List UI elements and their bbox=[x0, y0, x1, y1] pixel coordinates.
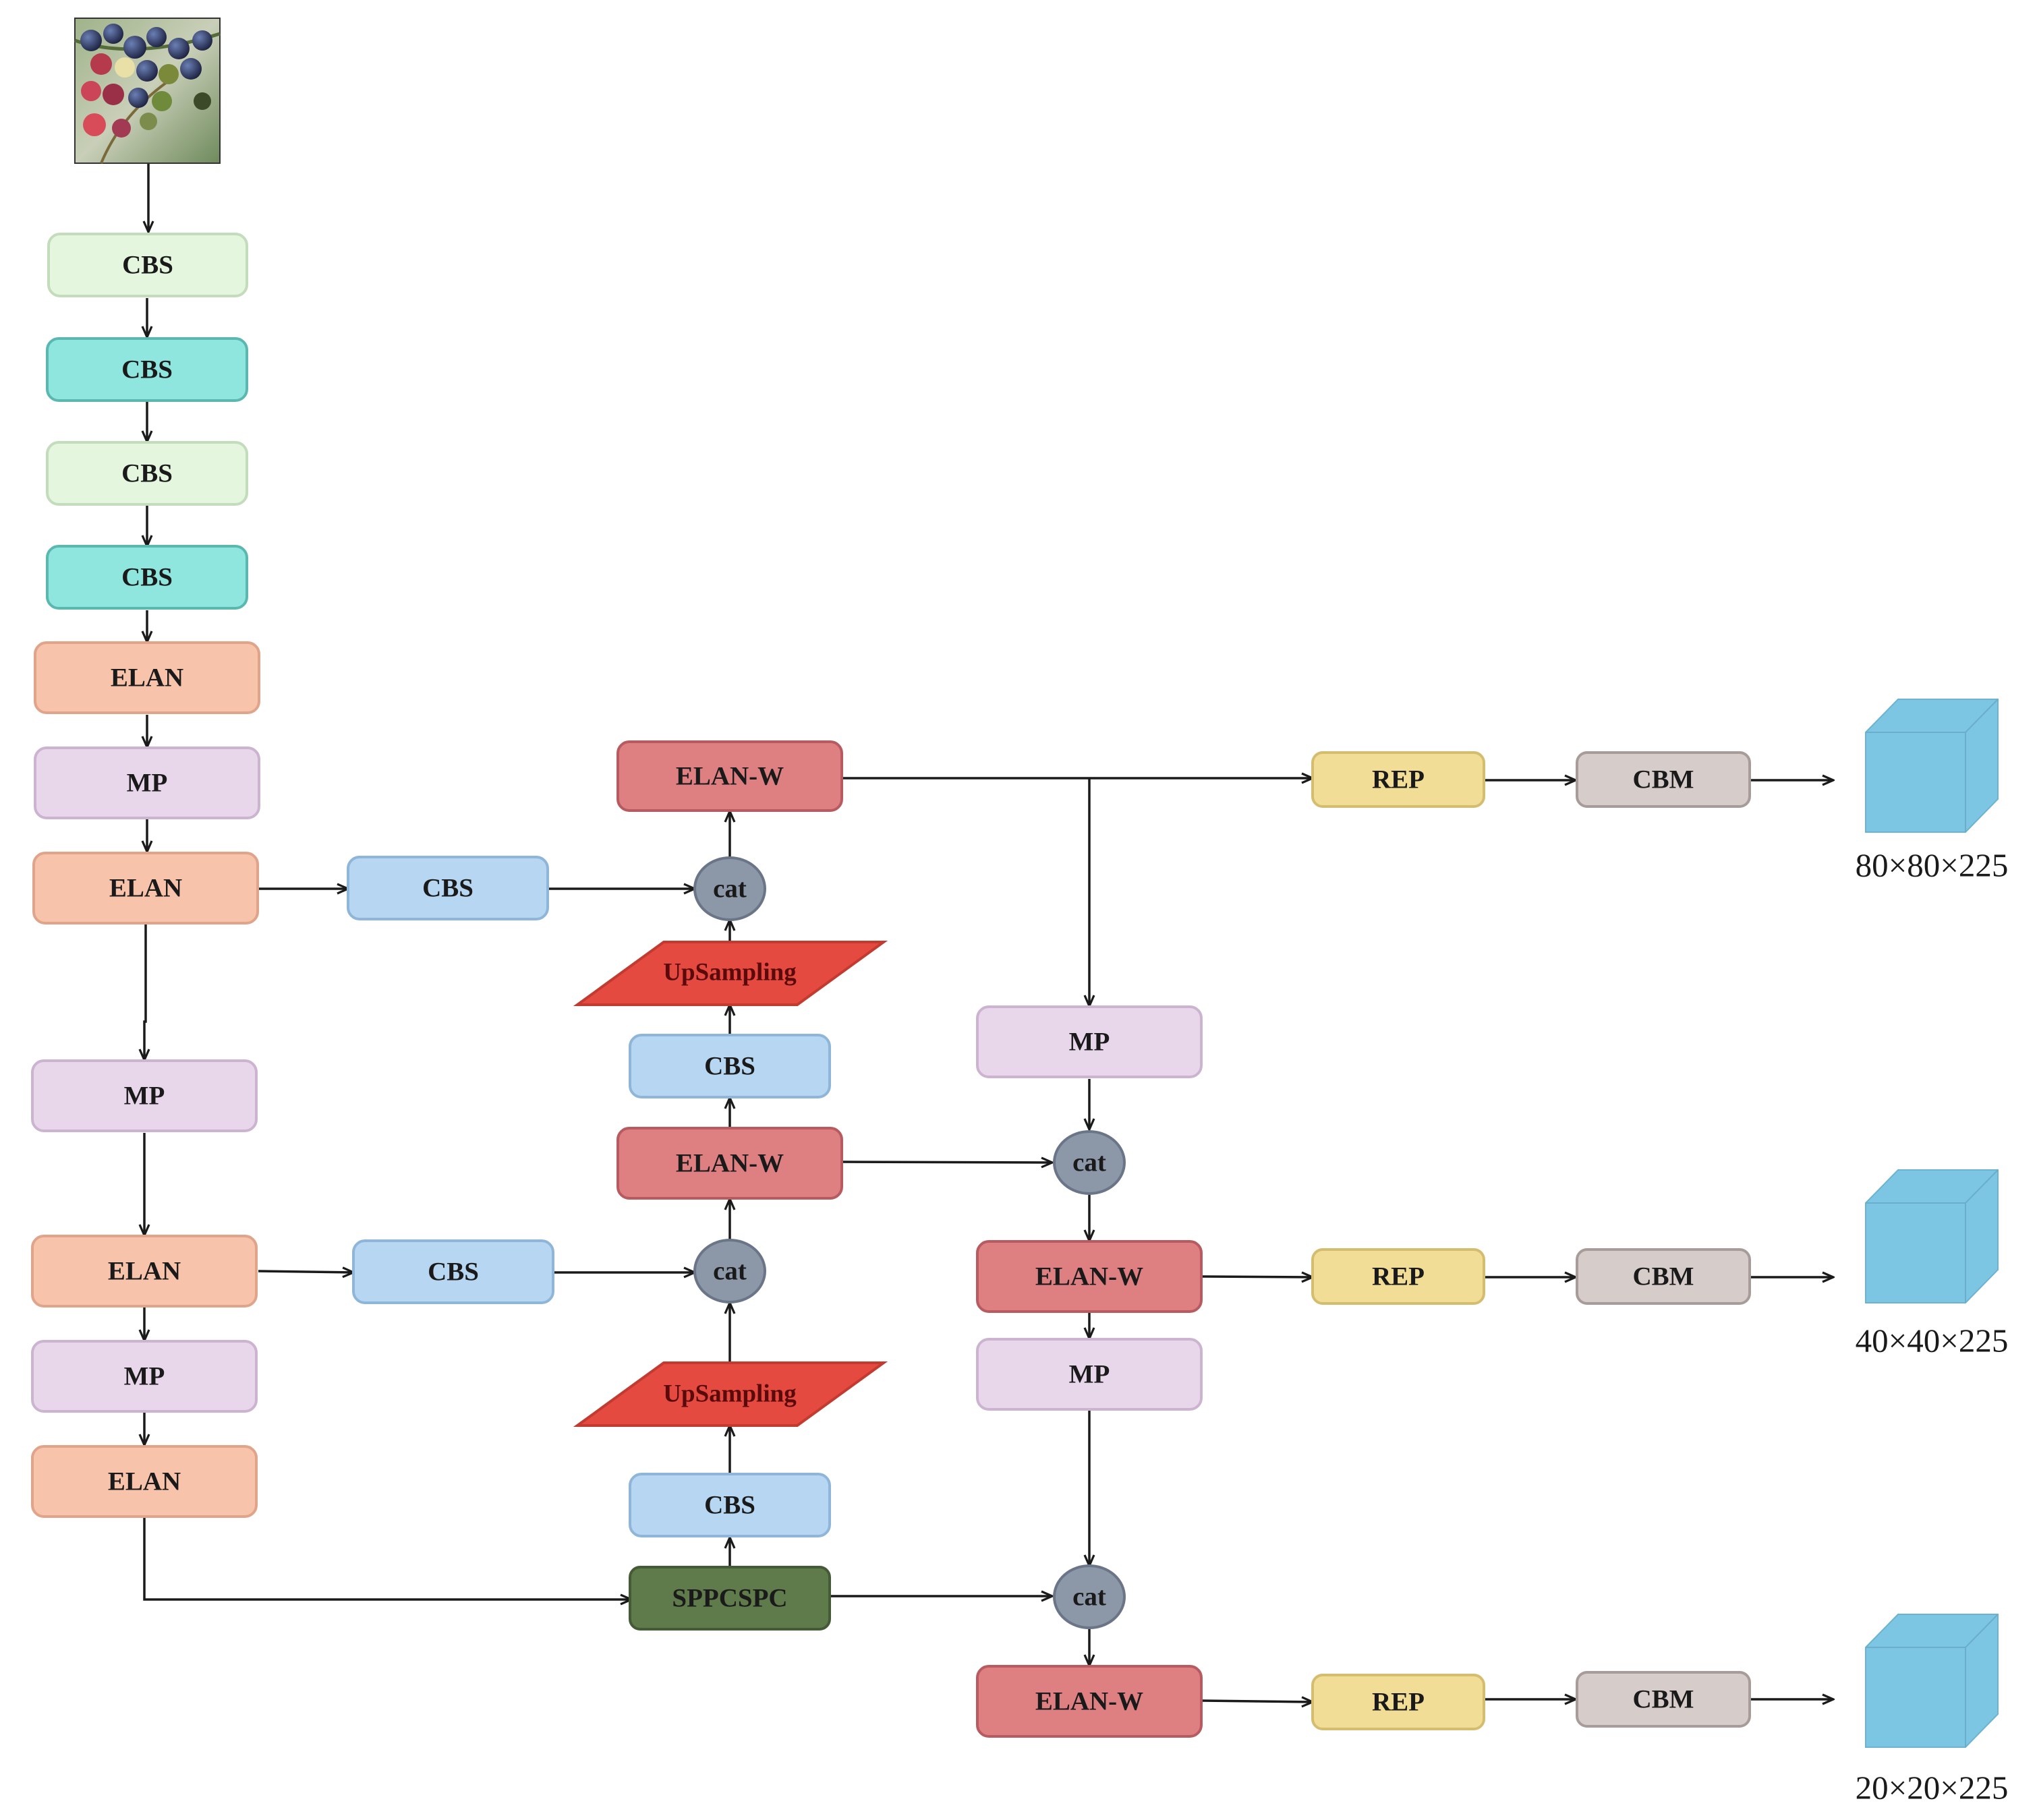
backbone-cbs-3: CBS bbox=[46, 441, 248, 506]
head-cbm-3: CBM bbox=[1576, 1671, 1751, 1728]
neck-elanw-mid: ELAN-W bbox=[616, 1127, 843, 1200]
neck-elanw-r2: ELAN-W bbox=[976, 1665, 1203, 1738]
head-cbm-3-label: CBM bbox=[1633, 1685, 1694, 1714]
neck-cat-mid-label: cat bbox=[713, 1257, 747, 1286]
output-cube-2-icon bbox=[1865, 1169, 1999, 1303]
neck-cbs-top: CBS bbox=[347, 856, 549, 920]
backbone-mp-1-label: MP bbox=[127, 769, 168, 798]
neck-cbs-up2: CBS bbox=[629, 1473, 831, 1537]
backbone-elan-3: ELAN bbox=[31, 1235, 258, 1308]
backbone-cbs-2: CBS bbox=[46, 337, 248, 402]
neck-elanw-mid-label: ELAN-W bbox=[676, 1149, 784, 1178]
edge-elanw-r1-to-rep2 bbox=[1201, 1276, 1313, 1277]
backbone-elan-1-label: ELAN bbox=[111, 664, 183, 693]
neck-upsampling-bottom: UpSampling bbox=[573, 1361, 888, 1427]
head-rep-2-label: REP bbox=[1372, 1262, 1425, 1291]
neck-cat-r1-label: cat bbox=[1072, 1148, 1106, 1177]
backbone-mp-2: MP bbox=[31, 1059, 258, 1132]
head-rep-1: REP bbox=[1311, 751, 1485, 808]
head-cbm-2: CBM bbox=[1576, 1248, 1751, 1305]
head-rep-3-label: REP bbox=[1372, 1688, 1425, 1717]
head-cbm-2-label: CBM bbox=[1633, 1262, 1694, 1291]
backbone-cbs-1: CBS bbox=[47, 233, 248, 297]
neck-cat-r2: cat bbox=[1053, 1564, 1126, 1629]
edge-elan4-to-sppcspc bbox=[143, 1516, 631, 1599]
backbone-mp-2-label: MP bbox=[124, 1082, 165, 1111]
backbone-elan-3-label: ELAN bbox=[108, 1257, 181, 1286]
output-3-shape-label: 20×20×225 bbox=[1856, 1769, 2009, 1807]
neck-cat-mid: cat bbox=[693, 1239, 766, 1303]
neck-elanw-r2-label: ELAN-W bbox=[1035, 1687, 1143, 1716]
neck-upsampling-bottom-label: UpSampling bbox=[663, 1380, 797, 1408]
blueberry-photo-icon bbox=[74, 18, 221, 164]
backbone-cbs-2-label: CBS bbox=[121, 355, 173, 384]
neck-mp-r1: MP bbox=[976, 1005, 1203, 1078]
output-cube-3-icon bbox=[1865, 1614, 1999, 1748]
connections bbox=[144, 164, 1833, 1702]
edge-elanw-r2-to-rep3 bbox=[1201, 1701, 1313, 1702]
neck-sppcspc: SPPCSPC bbox=[629, 1566, 831, 1631]
neck-mp-r2-label: MP bbox=[1069, 1360, 1110, 1389]
backbone-cbs-4-label: CBS bbox=[121, 563, 173, 592]
neck-cbs-top-label: CBS bbox=[422, 874, 474, 903]
neck-cat-r2-label: cat bbox=[1072, 1583, 1106, 1612]
edge-elan3-to-cbs-mid bbox=[258, 1271, 353, 1272]
neck-cat-top: cat bbox=[693, 856, 766, 921]
neck-elanw-top-label: ELAN-W bbox=[676, 762, 784, 791]
edge-elanw-mid-to-cat-r1 bbox=[842, 1162, 1052, 1163]
backbone-cbs-3-label: CBS bbox=[121, 459, 173, 488]
neck-elanw-r1: ELAN-W bbox=[976, 1240, 1203, 1313]
output-1-shape-label: 80×80×225 bbox=[1856, 847, 2009, 884]
neck-sppcspc-label: SPPCSPC bbox=[672, 1584, 787, 1613]
neck-cbs-up1-label: CBS bbox=[704, 1052, 755, 1081]
neck-cat-top-label: cat bbox=[713, 875, 747, 904]
neck-elanw-top: ELAN-W bbox=[616, 740, 843, 812]
neck-elanw-r1-label: ELAN-W bbox=[1035, 1262, 1143, 1291]
backbone-mp-3: MP bbox=[31, 1340, 258, 1413]
neck-cbs-up1: CBS bbox=[629, 1034, 831, 1098]
backbone-cbs-4: CBS bbox=[46, 545, 248, 610]
head-cbm-1-label: CBM bbox=[1633, 765, 1694, 794]
output-cube-1-icon bbox=[1865, 699, 1999, 833]
backbone-elan-1: ELAN bbox=[34, 641, 260, 714]
backbone-mp-1: MP bbox=[34, 746, 260, 819]
backbone-elan-2: ELAN bbox=[32, 852, 259, 924]
neck-cbs-mid: CBS bbox=[352, 1239, 554, 1304]
neck-cbs-up2-label: CBS bbox=[704, 1491, 755, 1520]
neck-upsampling-top-label: UpSampling bbox=[663, 959, 797, 987]
backbone-elan-2-label: ELAN bbox=[109, 874, 182, 903]
backbone-elan-4: ELAN bbox=[31, 1445, 258, 1518]
neck-cat-r1: cat bbox=[1053, 1130, 1126, 1195]
backbone-cbs-1-label: CBS bbox=[122, 251, 173, 280]
head-rep-1-label: REP bbox=[1372, 765, 1425, 794]
neck-upsampling-top: UpSampling bbox=[573, 941, 888, 1006]
edge-elan2-to-mp2 bbox=[144, 924, 146, 1060]
head-rep-2: REP bbox=[1311, 1248, 1485, 1305]
head-rep-3: REP bbox=[1311, 1674, 1485, 1730]
output-2-shape-label: 40×40×225 bbox=[1856, 1322, 2009, 1359]
backbone-mp-3-label: MP bbox=[124, 1362, 165, 1391]
backbone-elan-4-label: ELAN bbox=[108, 1467, 181, 1496]
neck-mp-r1-label: MP bbox=[1069, 1028, 1110, 1057]
input-image bbox=[74, 18, 221, 164]
neck-cbs-mid-label: CBS bbox=[428, 1258, 479, 1287]
neck-mp-r2: MP bbox=[976, 1338, 1203, 1411]
head-cbm-1: CBM bbox=[1576, 751, 1751, 808]
